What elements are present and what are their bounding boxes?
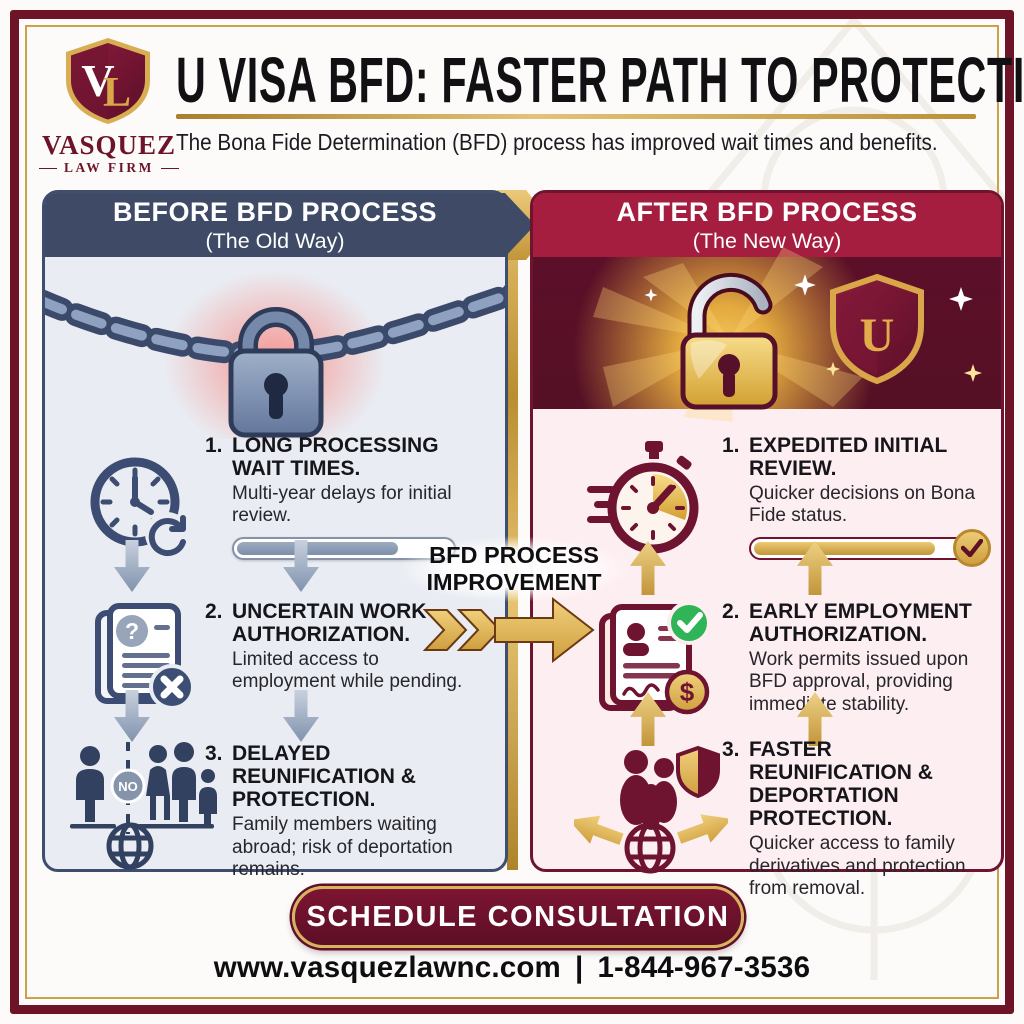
logo-letter-l: L: [103, 70, 131, 116]
before-item-2-desc: Limited access to employment while pendi…: [232, 649, 463, 693]
brand-tagline: LAW FIRM: [34, 160, 184, 176]
after-item-2-heading: 2. EARLY EMPLOYMENT AUTHORIZATION.: [722, 600, 972, 647]
before-panel-header: BEFORE BFD PROCESS (The Old Way): [45, 193, 535, 257]
before-item-3: 3. DELAYED REUNIFICATION & PROTECTION. F…: [205, 742, 484, 881]
before-item-3-desc: Family members waiting abroad; risk of d…: [232, 814, 453, 880]
before-panel-subtitle: (The Old Way): [205, 228, 345, 253]
after-item-1-desc: Quicker decisions on Bona Fide status.: [749, 483, 976, 527]
after-panel-title: AFTER BFD PROCESS: [616, 196, 918, 227]
before-item-2: 2. UNCERTAIN WORK AUTHORIZATION. Limited…: [205, 600, 484, 694]
title-gold-rule: [176, 114, 976, 119]
before-panel-title: BEFORE BFD PROCESS: [112, 196, 438, 227]
family-separated-globe-icon: NO: [70, 742, 217, 870]
before-item-3-heading: 3. DELAYED REUNIFICATION & PROTECTION.: [205, 742, 416, 812]
logo-letter-v: V: [81, 55, 114, 106]
after-panel-subtitle: (The New Way): [692, 228, 842, 253]
work-permit-approved-dollar-icon: $: [599, 602, 711, 715]
after-item-1: 1. EXPEDITED INITIAL REVIEW. Quicker dec…: [722, 434, 1001, 567]
before-item-1-heading: 1. LONG PROCESSING WAIT TIMES.: [205, 434, 439, 481]
phone-number: 1-844-967-3536: [597, 951, 811, 984]
dollar-coin-symbol: $: [680, 677, 695, 707]
unlocked-padlock-shield-icon: U: [593, 247, 982, 422]
center-gold-divider: [507, 192, 518, 870]
contact-line: www.vasquezlawnc.com | 1-844-967-3536: [0, 951, 1024, 985]
page-subtitle: The Bona Fide Determination (BFD) proces…: [176, 129, 938, 155]
after-item-1-heading: 1. EXPEDITED INITIAL REVIEW.: [722, 434, 947, 481]
gold-right-arrow-icon: [422, 596, 595, 664]
page-title: U VISA BFD: FASTER PATH TO PROTECTION: [176, 44, 1024, 116]
family-shield-globe-icon: [574, 745, 728, 874]
before-item-2-heading: 2. UNCERTAIN WORK AUTHORIZATION.: [205, 600, 427, 647]
after-bfd-panel: AFTER BFD PROCESS (The New Way): [530, 190, 1004, 872]
brand-name: VASQUEZ: [41, 130, 177, 160]
after-item-2-desc: Work permits issued upon BFD approval, p…: [749, 649, 969, 715]
chained-locked-padlock-icon: [45, 271, 505, 439]
website-url: www.vasquezlawnc.com: [213, 951, 561, 984]
no-badge: NO: [118, 779, 138, 794]
after-panel-header: AFTER BFD PROCESS (The New Way): [533, 193, 1001, 257]
after-item-3-desc: Quicker access to family derivatives and…: [749, 833, 966, 899]
after-hero-band: U: [533, 247, 1001, 422]
fast-progress-bar: [749, 528, 991, 567]
contact-separator: |: [574, 951, 584, 984]
clock-delay-icon: [90, 457, 189, 557]
after-item-3: 3. FASTER REUNIFICATION & DEPORTATION PR…: [722, 738, 1001, 900]
after-item-2: 2. EARLY EMPLOYMENT AUTHORIZATION. Work …: [722, 600, 1001, 716]
progress-check-icon: [953, 528, 991, 567]
after-item-3-heading: 3. FASTER REUNIFICATION & DEPORTATION PR…: [722, 738, 933, 831]
shield-letter-u: U: [860, 309, 895, 362]
before-bfd-panel: BEFORE BFD PROCESS (The Old Way): [42, 190, 535, 872]
schedule-consultation-button[interactable]: SCHEDULE CONSULTATION: [292, 886, 744, 948]
document-question-denied-icon: ?: [95, 603, 195, 710]
vasquez-law-firm-logo-shield: V L: [66, 38, 150, 124]
before-item-1-desc: Multi-year delays for initial review.: [232, 483, 452, 527]
bfd-process-improvement-label: BFD PROCESS IMPROVEMENT: [398, 536, 630, 602]
question-badge: ?: [125, 618, 139, 644]
